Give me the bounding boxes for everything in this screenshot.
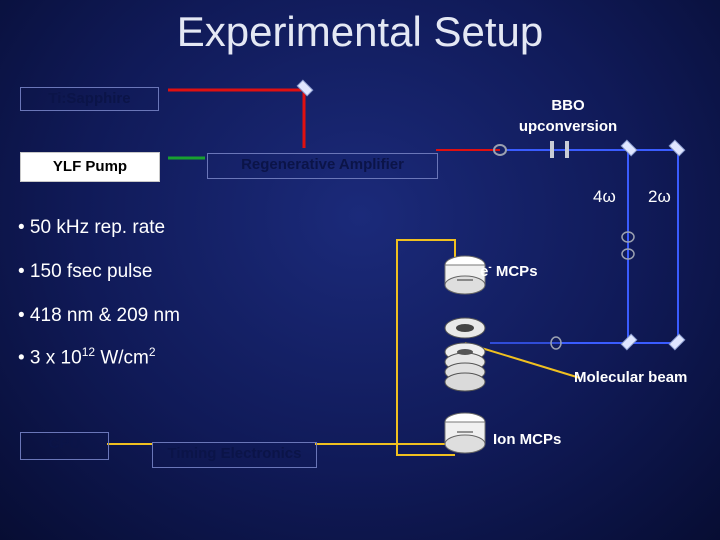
- bullet-intensity-pre: • 3 x 10: [18, 347, 82, 369]
- ion-mcps-label: Ion MCPs: [493, 431, 562, 448]
- two-omega-label: 2ω: [648, 187, 671, 206]
- timing-electronics-label: Timing Electronics: [167, 445, 302, 462]
- molecular-beam-label: Molecular beam: [574, 369, 688, 386]
- bullet-wavelengths: • 418 nm & 209 nm: [18, 305, 180, 326]
- bullet-intensity-post: W/cm: [95, 347, 149, 369]
- timing-electronics-box: Timing Electronics: [152, 442, 317, 468]
- e-mcp-detector: [444, 255, 486, 295]
- e-mcps-text: MCPs: [491, 263, 538, 280]
- e-mcps-e: e: [480, 263, 489, 280]
- bbo-label: BBO upconversion: [500, 95, 636, 137]
- lens-4w-top: [621, 231, 635, 243]
- bbo-crystal-2: [565, 141, 569, 158]
- extractor-stack-icon: [444, 342, 486, 392]
- regenerative-amplifier-box: Regenerative Amplifier: [207, 153, 438, 179]
- mirror-bottom-right: [668, 333, 686, 351]
- mirror-top-right: [668, 139, 686, 157]
- mirror-red-fold: [296, 79, 314, 97]
- repeller-plate-icon: [444, 317, 486, 339]
- mirror-bottom-mid: [620, 333, 638, 351]
- e-mcps-label: e- MCPs: [480, 262, 538, 280]
- four-omega-label: 4ω: [593, 187, 616, 206]
- bbo-crystal-1: [550, 141, 554, 158]
- e-mcps-sup: -: [488, 262, 492, 273]
- lens-4w-bottom: [621, 248, 635, 260]
- page-title: Experimental Setup: [176, 8, 544, 55]
- ylf-pump-box: YLF Pump: [20, 152, 160, 182]
- ion-mcp-detector: [444, 412, 486, 454]
- bullet-intensity: • 3 x 1012 W/cm2: [18, 345, 156, 369]
- lens-chamber: [550, 336, 562, 350]
- ti-sapphire-box: Ti:Sapphire: [20, 87, 159, 111]
- ti-sapphire-label: Ti:Sapphire: [48, 90, 131, 107]
- bbo-label-line1: BBO: [551, 97, 585, 114]
- ylf-pump-label: YLF Pump: [52, 158, 128, 175]
- bullet-rep-rate: • 50 kHz rep. rate: [18, 217, 166, 238]
- cpu-box: CPU: [20, 432, 109, 460]
- bbo-label-line2: upconversion: [518, 118, 618, 135]
- cpu-label: CPU: [48, 435, 81, 452]
- bullet-intensity-exp: 12: [81, 345, 96, 359]
- mirror-top-mid: [620, 139, 638, 157]
- bullet-intensity-unit-exp: 2: [148, 345, 156, 359]
- regenerative-amplifier-label: Regenerative Amplifier: [241, 156, 404, 173]
- bullet-pulse: • 150 fsec pulse: [18, 261, 153, 282]
- lens-icon: [493, 144, 507, 156]
